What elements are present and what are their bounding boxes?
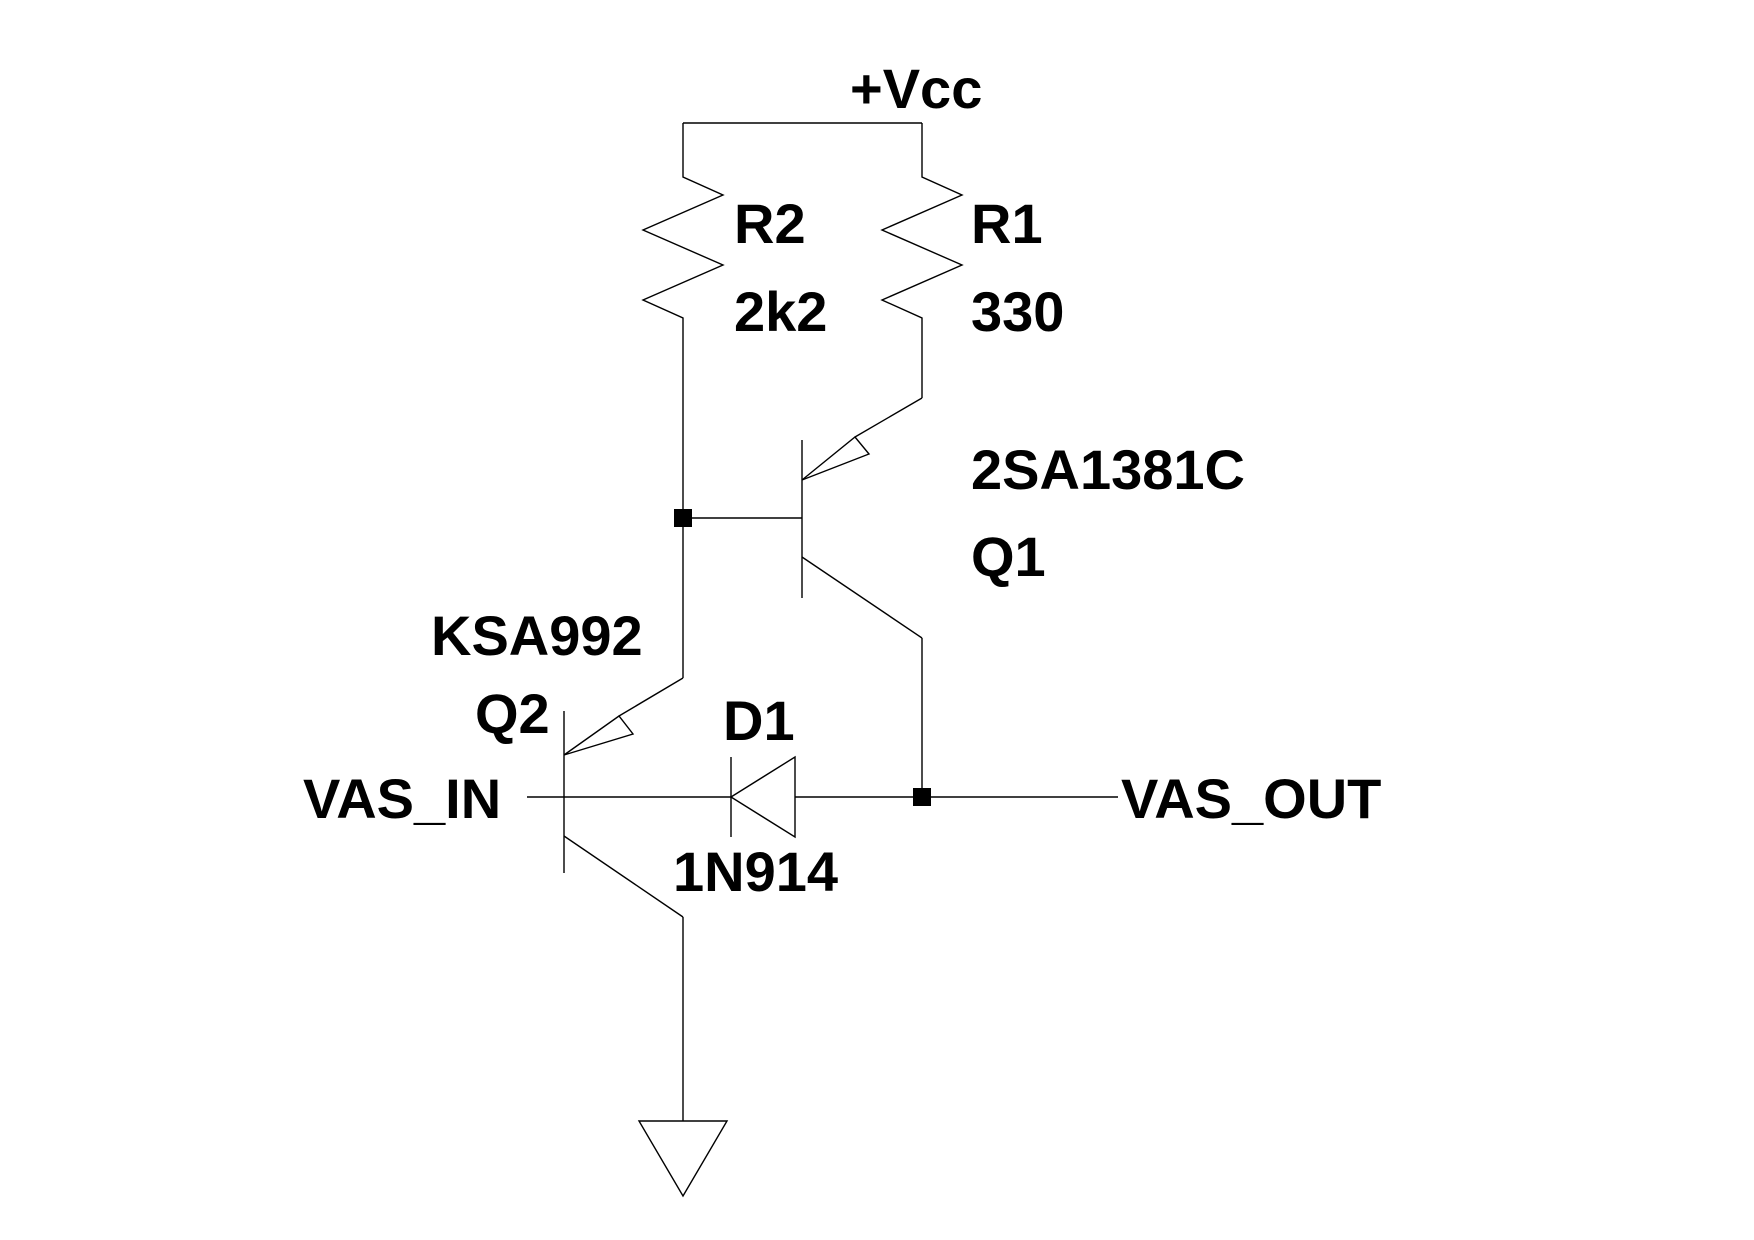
q1-part-label: 2SA1381C	[971, 438, 1245, 501]
q2-part-label: KSA992	[431, 604, 643, 667]
vas-out-label: VAS_OUT	[1121, 767, 1381, 830]
r2-value-label: 2k2	[734, 280, 827, 343]
r2-name-label: R2	[734, 192, 806, 255]
resistor-r2	[641, 123, 725, 518]
q1-name-label: Q1	[971, 525, 1046, 588]
q2-name-label: Q2	[475, 682, 550, 745]
junction-dot-q1-base	[674, 509, 692, 527]
diode-d1	[729, 755, 796, 839]
ground-symbol	[637, 1120, 729, 1198]
resistor-r1	[880, 123, 964, 398]
r1-value-label: 330	[971, 280, 1064, 343]
r1-name-label: R1	[971, 192, 1043, 255]
d1-part-label: 1N914	[673, 840, 838, 903]
junction-dot-output	[913, 788, 931, 806]
vas-in-label: VAS_IN	[303, 767, 501, 830]
d1-name-label: D1	[723, 689, 795, 752]
transistor-q2	[563, 518, 684, 1121]
transistor-q1	[683, 397, 923, 797]
vcc-label: +Vcc	[850, 57, 982, 120]
